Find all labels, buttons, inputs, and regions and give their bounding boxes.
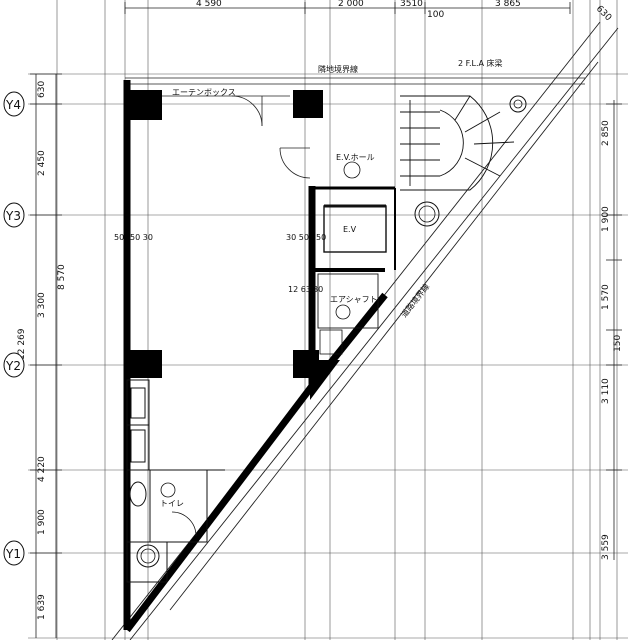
shaft-label: エアシャフト xyxy=(330,295,378,304)
right-dim-3: 1 570 xyxy=(601,284,611,310)
columns xyxy=(124,90,340,400)
mark-50-30: 50 30 xyxy=(130,233,153,242)
top-boundary xyxy=(125,77,585,85)
mark-12-63: 12 63 xyxy=(288,285,311,294)
right-dim-4: 150 xyxy=(613,335,623,352)
left-dim-1: 630 xyxy=(37,81,47,98)
left-dim-4: 8 570 xyxy=(57,264,67,290)
ev-hall-mark xyxy=(343,161,361,179)
shaft-box xyxy=(319,329,343,355)
main-walls xyxy=(123,80,388,633)
toilet-mark xyxy=(160,482,176,498)
top-dim-6: 630 xyxy=(594,4,613,23)
ev-label: E.V xyxy=(343,225,357,234)
eps-label: エーテンボックス xyxy=(172,88,236,97)
floor-drain-inner xyxy=(140,548,156,564)
left-dim-8: 1 639 xyxy=(37,594,47,620)
right-dimension-line xyxy=(606,100,622,560)
toilet-label: トイレ xyxy=(160,499,184,508)
stair-upper-label: 2 F.L.A 床梁 xyxy=(458,58,503,68)
top-dimension-line xyxy=(124,2,571,14)
main-room xyxy=(162,95,311,179)
mark-30-50: 30 50 xyxy=(286,233,309,242)
manhole xyxy=(414,201,440,227)
toilet-door xyxy=(171,511,197,537)
spiral-stair xyxy=(400,95,515,191)
axis-y1: Y1 xyxy=(5,547,21,561)
stair-drain xyxy=(509,95,527,113)
axis-y3: Y3 xyxy=(5,209,21,223)
left-dim-3: 3 300 xyxy=(37,292,47,318)
mark-50b: 50 xyxy=(316,233,326,242)
road-line-label: 道路境界線 xyxy=(399,282,432,320)
top-dim-3: 3510 xyxy=(400,0,423,9)
wet-area xyxy=(126,379,208,583)
top-dim-2: 2 000 xyxy=(338,0,364,9)
left-dim-6: 4 220 xyxy=(37,456,47,482)
mark-50: 50 xyxy=(114,233,124,242)
shaft-room xyxy=(317,273,379,329)
left-dim-7: 1 900 xyxy=(37,509,47,535)
right-dim-5: 3 110 xyxy=(601,378,611,404)
top-dim-1: 4 590 xyxy=(196,0,222,9)
left-dim-2: 2 450 xyxy=(37,150,47,176)
toilet-bowl xyxy=(129,481,147,507)
grid-lines xyxy=(28,0,628,640)
left-dim-5: 12 269 xyxy=(17,328,27,360)
manhole-inner xyxy=(418,205,436,223)
axis-markers xyxy=(3,91,25,566)
left-dimension-line xyxy=(30,73,62,638)
ev-hall-label: E.V.ホール xyxy=(336,153,375,162)
top-dim-5: 3 865 xyxy=(495,0,521,9)
floor-drain xyxy=(136,544,160,568)
top-dim-4: 100 xyxy=(427,10,444,20)
stair-drain-inner xyxy=(513,99,523,109)
right-dim-1: 2 850 xyxy=(601,120,611,146)
axis-y2: Y2 xyxy=(5,359,21,373)
neighbor-line-label: 隣地境界線 xyxy=(318,64,358,74)
right-dim-6: 3 559 xyxy=(601,534,611,560)
right-dim-2: 1 900 xyxy=(601,206,611,232)
axis-y4: Y4 xyxy=(5,98,21,112)
shaft-mark xyxy=(335,304,351,320)
